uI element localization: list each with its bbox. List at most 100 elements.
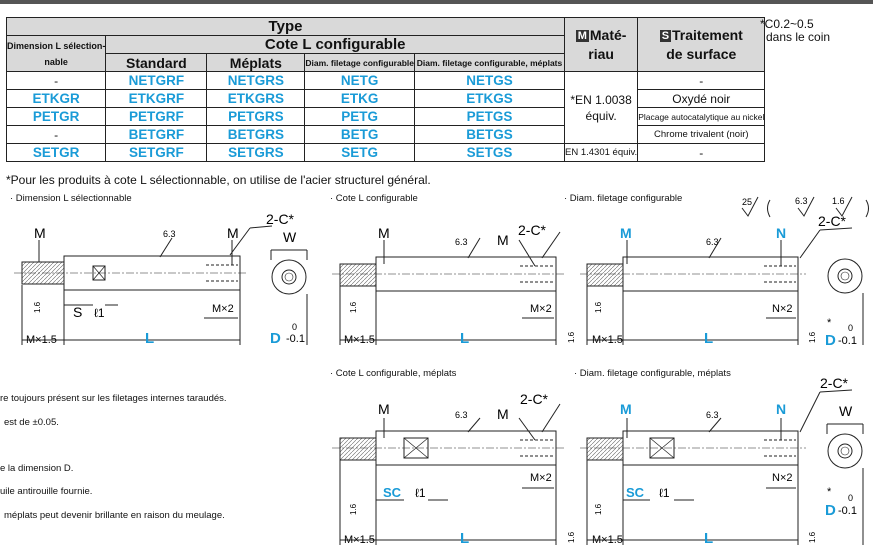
tol-lower: -0.1 bbox=[838, 335, 857, 347]
dim-Mx15: M×1.5 bbox=[592, 334, 623, 346]
dim-S: S bbox=[73, 304, 82, 320]
dim-D: D bbox=[825, 502, 836, 519]
selectable-header: Dimension L sélection-nable bbox=[5, 35, 107, 72]
dim-L: L bbox=[145, 330, 154, 347]
rough-63: 6.3 bbox=[706, 237, 719, 247]
rough-16: 1.6 bbox=[808, 331, 817, 343]
rough-63: 6.3 bbox=[706, 410, 719, 420]
left-note: méplats peut devenir brillante en raison… bbox=[4, 510, 225, 521]
footnote: *Pour les produits à cote L sélectionnab… bbox=[6, 173, 431, 187]
roughness-16: 1.6 bbox=[832, 196, 845, 206]
tol-lower: -0.1 bbox=[286, 333, 305, 345]
dim-chamfer: 2-C* bbox=[520, 391, 549, 407]
dim-M: M bbox=[497, 406, 509, 422]
dim-chamfer: 2-C* bbox=[266, 211, 295, 227]
dim-star: * bbox=[827, 317, 832, 329]
dim-L: L bbox=[460, 330, 469, 347]
dim-N: N bbox=[776, 401, 786, 417]
left-note: e la dimension D. bbox=[0, 463, 74, 474]
dim-M: M bbox=[497, 232, 509, 248]
drawing-selectable bbox=[14, 225, 308, 345]
dim-D: D bbox=[825, 332, 836, 349]
dim-SC: SC bbox=[383, 485, 402, 500]
rough-63: 6.3 bbox=[163, 229, 176, 239]
dim-star: * bbox=[827, 486, 832, 498]
dim-M: M bbox=[378, 225, 390, 241]
rough-63: 6.3 bbox=[455, 237, 468, 247]
col-meplats: Méplats bbox=[206, 53, 306, 72]
section-selectable: · Dimension L sélectionnable bbox=[10, 193, 132, 204]
material-badge: M bbox=[575, 29, 589, 42]
dim-l1: ℓ1 bbox=[659, 486, 670, 500]
dim-M: M bbox=[620, 401, 632, 417]
dim-SC: SC bbox=[626, 485, 645, 500]
dim-Mx2: M×2 bbox=[530, 303, 552, 315]
table-row: SETGR SETGRF SETGRS SETG SETGS EN 1.4301… bbox=[5, 143, 766, 162]
dim-W: W bbox=[839, 403, 853, 419]
left-note: uile antirouille fournie. bbox=[0, 486, 93, 497]
dim-Nx2: N×2 bbox=[772, 303, 793, 315]
left-note: re toujours présent sur les filetages in… bbox=[0, 393, 227, 404]
dim-Mx15: M×1.5 bbox=[592, 534, 623, 546]
dim-Mx2: M×2 bbox=[212, 303, 234, 315]
dim-Mx15: M×1.5 bbox=[344, 534, 375, 546]
dim-D: D bbox=[270, 330, 281, 347]
rough-16: 1.6 bbox=[808, 531, 817, 543]
section-diam: · Diam. filetage configurable bbox=[564, 193, 683, 204]
tol-lower: -0.1 bbox=[838, 505, 857, 517]
section-configurable: · Cote L configurable bbox=[330, 193, 418, 204]
dim-M: M bbox=[378, 401, 390, 417]
rough-16: 1.6 bbox=[33, 301, 42, 313]
table-row: ETKGR ETKGRF ETKGRS ETKG ETKGS Oxydé noi… bbox=[5, 89, 766, 108]
dim-Nx2: N×2 bbox=[772, 472, 793, 484]
type-header: Type bbox=[6, 17, 565, 36]
dim-W: W bbox=[283, 229, 297, 245]
rough-16: 1.6 bbox=[567, 531, 576, 543]
rough-63: 6.3 bbox=[455, 410, 468, 420]
top-rule bbox=[0, 0, 873, 4]
surface-badge: S bbox=[659, 29, 672, 42]
roughness-25: 25 bbox=[742, 197, 752, 207]
roughness-symbols bbox=[741, 196, 869, 218]
dim-L: L bbox=[460, 530, 469, 547]
dim-M: M bbox=[34, 225, 46, 241]
dim-chamfer: 2-C* bbox=[818, 213, 847, 229]
tol-upper: 0 bbox=[292, 322, 297, 332]
tol-upper: 0 bbox=[848, 493, 853, 503]
dim-l1: ℓ1 bbox=[94, 306, 105, 320]
dim-M: M bbox=[227, 225, 239, 241]
col-standard: Standard bbox=[105, 53, 208, 72]
section-configurable-meplats: · Cote L configurable, méplats bbox=[330, 368, 457, 379]
dim-L: L bbox=[704, 330, 713, 347]
dim-M: M bbox=[620, 225, 632, 241]
rough-16: 1.6 bbox=[349, 503, 358, 515]
dim-chamfer: 2-C* bbox=[518, 222, 547, 238]
section-diam-meplats: · Diam. filetage configurable, méplats bbox=[574, 368, 731, 379]
dim-chamfer: 2-C* bbox=[820, 375, 849, 391]
drawing-configurable-meplats bbox=[332, 403, 564, 545]
table-row: - BETGRF BETGRS BETG BETGS Chrome trival… bbox=[5, 125, 766, 144]
dim-l1: ℓ1 bbox=[415, 486, 426, 500]
rough-16: 1.6 bbox=[594, 503, 603, 515]
col-diam-meplats: Diam. filetage configurable, méplats bbox=[414, 53, 565, 72]
dim-Mx15: M×1.5 bbox=[344, 334, 375, 346]
dim-L: L bbox=[704, 530, 713, 547]
rough-16: 1.6 bbox=[349, 301, 358, 313]
dim-Mx15: M×1.5 bbox=[26, 334, 57, 346]
rough-16: 1.6 bbox=[594, 301, 603, 313]
drawing-diam bbox=[580, 227, 864, 345]
dim-Mx2: M×2 bbox=[530, 472, 552, 484]
roughness-63: 6.3 bbox=[795, 196, 808, 206]
drawing-configurable bbox=[332, 231, 564, 345]
tol-upper: 0 bbox=[848, 323, 853, 333]
left-note: est de ±0.05. bbox=[4, 417, 59, 428]
dim-N: N bbox=[776, 225, 786, 241]
material-stainless: EN 1.4301 équiv. bbox=[563, 143, 639, 162]
